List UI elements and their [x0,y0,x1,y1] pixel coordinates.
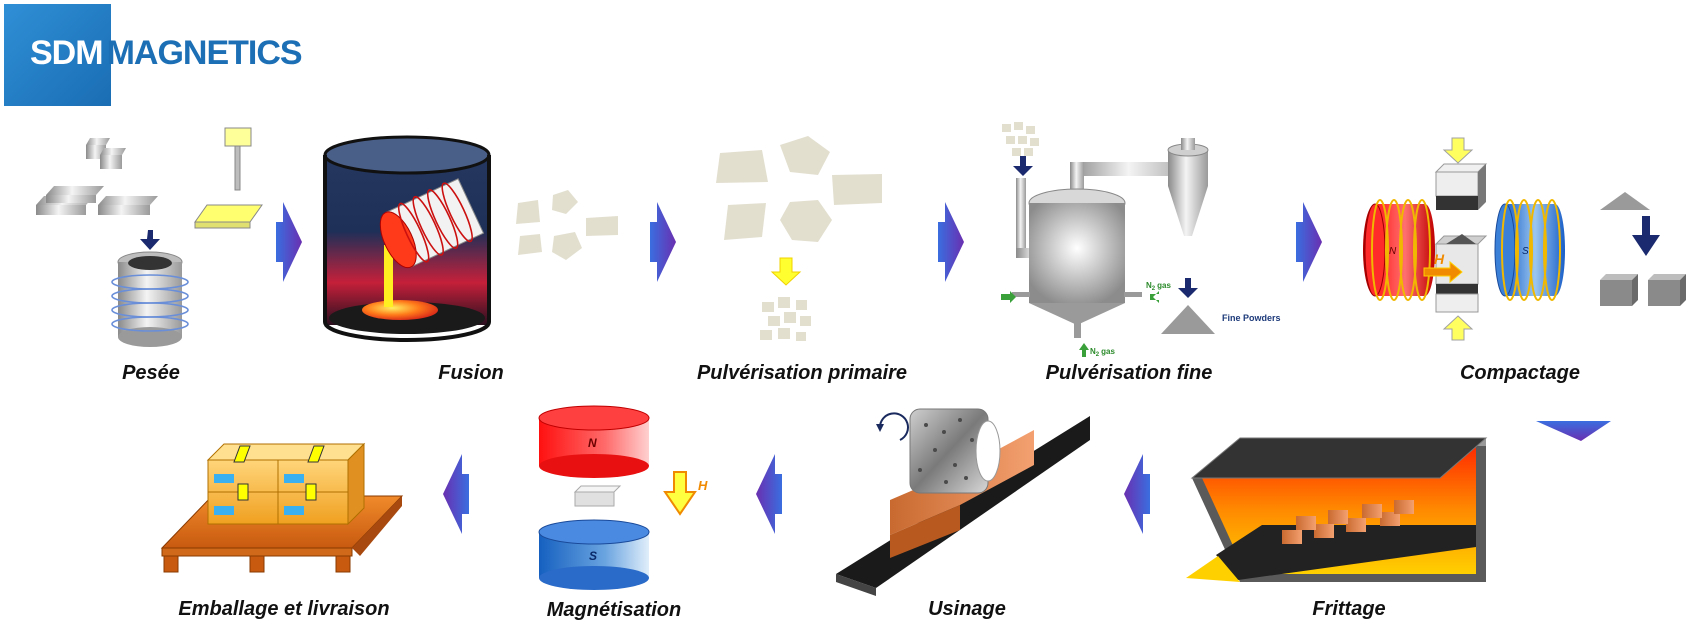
magnet-pole-n: N [588,436,597,450]
step-label-usinage: Usinage [928,598,1006,620]
packaging-illustration [160,442,404,573]
flakes-illustration [516,190,618,260]
gas-word: gas [1157,281,1171,290]
fine-milling-illustration [1001,122,1215,357]
magnet-pole-s: S [589,549,597,563]
step-label-pulverisation-fine: Pulvérisation fine [1045,362,1213,384]
weighing-illustration [36,127,263,347]
compaction-field-label: H [1434,251,1445,267]
flow-arrow-5 [1536,421,1611,441]
flow-arrow-7 [756,454,782,534]
primary-crushing-illustration [716,136,882,341]
sintering-furnace-illustration [1186,437,1488,582]
flow-arrow-1 [276,202,302,282]
gas-subscript-2: 2 [1096,352,1100,358]
step-label-emballage: Emballage et livraison [178,598,390,620]
flow-arrow-6 [1124,454,1150,534]
gas-subscript: 2 [1152,286,1156,292]
step-label-pulverisation-primaire: Pulvérisation primaire [696,362,908,384]
gas-word-2: gas [1101,347,1115,356]
magnetization-illustration [538,405,697,590]
logo-box [4,4,111,106]
flow-arrow-4 [1296,202,1322,282]
fine-powders-label: Fine Powders [1222,313,1281,323]
step-label-magnetisation: Magnétisation [546,599,682,621]
coil-pole-n: N [1389,246,1397,257]
step-label-frittage: Frittage [1312,598,1386,620]
brand-part1: SDM [30,34,104,72]
step-label-fusion: Fusion [438,362,504,384]
flow-arrow-3 [938,202,964,282]
coil-pole-s: S [1522,246,1529,257]
compaction-illustration [1363,137,1686,341]
brand-part2: MAGNETICS [106,34,303,72]
machining-illustration [836,408,1090,596]
flow-arrow-8 [443,454,469,534]
flow-arrow-2 [650,202,676,282]
flow-arrows [276,202,1611,534]
step-label-pesee: Pesée [122,362,180,384]
magnetization-field-label: H [698,478,708,493]
melting-furnace-illustration [323,135,491,342]
gas-symbol: N [1146,281,1152,290]
step-label-compactage: Compactage [1459,362,1581,384]
gas-symbol-2: N [1090,347,1096,356]
